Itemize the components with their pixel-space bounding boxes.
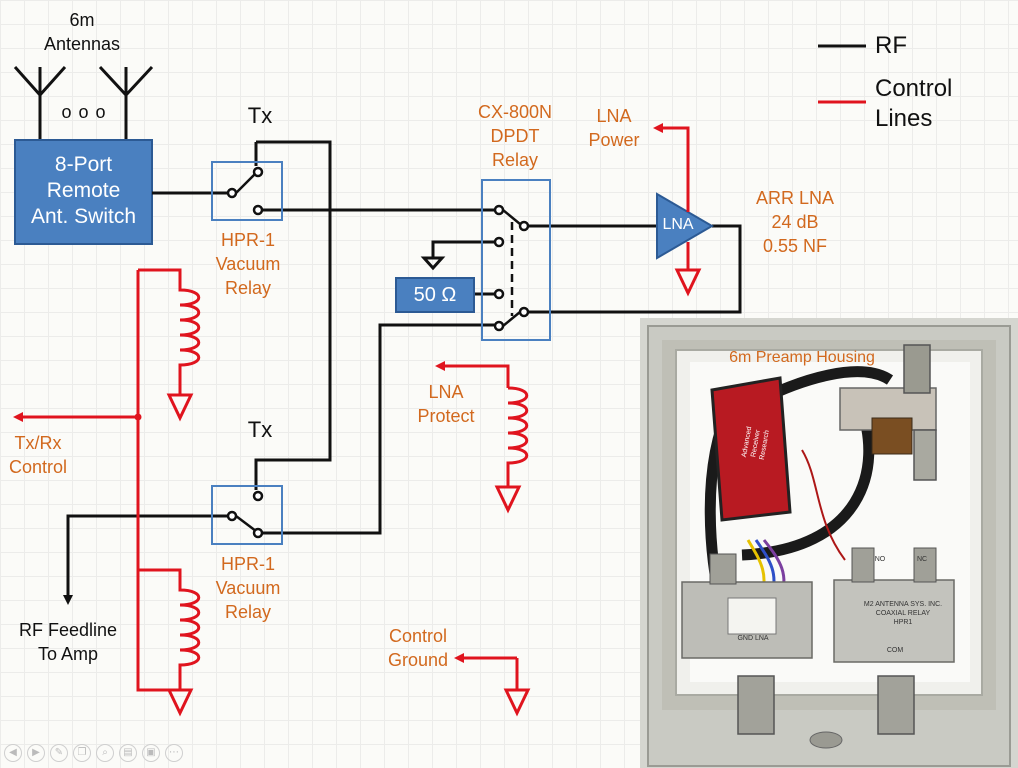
antenna-right-icon <box>98 65 154 140</box>
preamp-housing-photo <box>640 318 1018 768</box>
presentation-toolbar: ◀ ▶ ✎ ❐ ⌕ ▤ ▣ ⋯ <box>4 744 183 766</box>
hpr1-bottom-contacts <box>226 490 264 539</box>
pen-icon[interactable]: ✎ <box>50 744 68 762</box>
tx-label-bottom: Tx <box>247 417 273 442</box>
ground-icon <box>420 256 446 271</box>
more-icon[interactable]: ⋯ <box>165 744 183 762</box>
prev-icon[interactable]: ◀ <box>4 744 22 762</box>
preamp-housing-label: 6m Preamp Housing <box>729 349 875 366</box>
load-50ohm-label: 50 Ω <box>413 284 457 306</box>
antenna-switch-box <box>14 139 153 245</box>
hpr1-relay-bottom-box <box>211 485 283 545</box>
lna-amplifier-icon <box>656 192 714 260</box>
photo-nc-label: NC <box>916 556 928 563</box>
legend-rf-label: RF <box>875 32 907 59</box>
antenna-left-icon <box>13 66 67 140</box>
hpr1-top-contacts <box>226 166 264 216</box>
control-junction-dot <box>134 413 142 421</box>
control-lines <box>13 123 702 717</box>
slides-icon[interactable]: ▤ <box>119 744 137 762</box>
load-50ohm-box <box>395 277 475 313</box>
dpdt-relay-box <box>481 179 551 341</box>
photo-no-label: NO <box>874 556 886 563</box>
next-icon[interactable]: ▶ <box>27 744 45 762</box>
rf-lines <box>63 140 742 605</box>
photo-com-label: COM <box>886 647 904 654</box>
tx-label-top: Tx <box>247 103 273 128</box>
copy-icon[interactable]: ❐ <box>73 744 91 762</box>
hpr1-relay-top-box <box>211 161 283 221</box>
dpdt-contacts <box>493 204 530 332</box>
antenna-dots: o o o <box>61 102 107 122</box>
lna-label: LNA <box>662 216 694 233</box>
video-icon[interactable]: ▣ <box>142 744 160 762</box>
zoom-icon[interactable]: ⌕ <box>96 744 114 762</box>
photo-terminal-labels: GND LNA <box>737 635 769 642</box>
